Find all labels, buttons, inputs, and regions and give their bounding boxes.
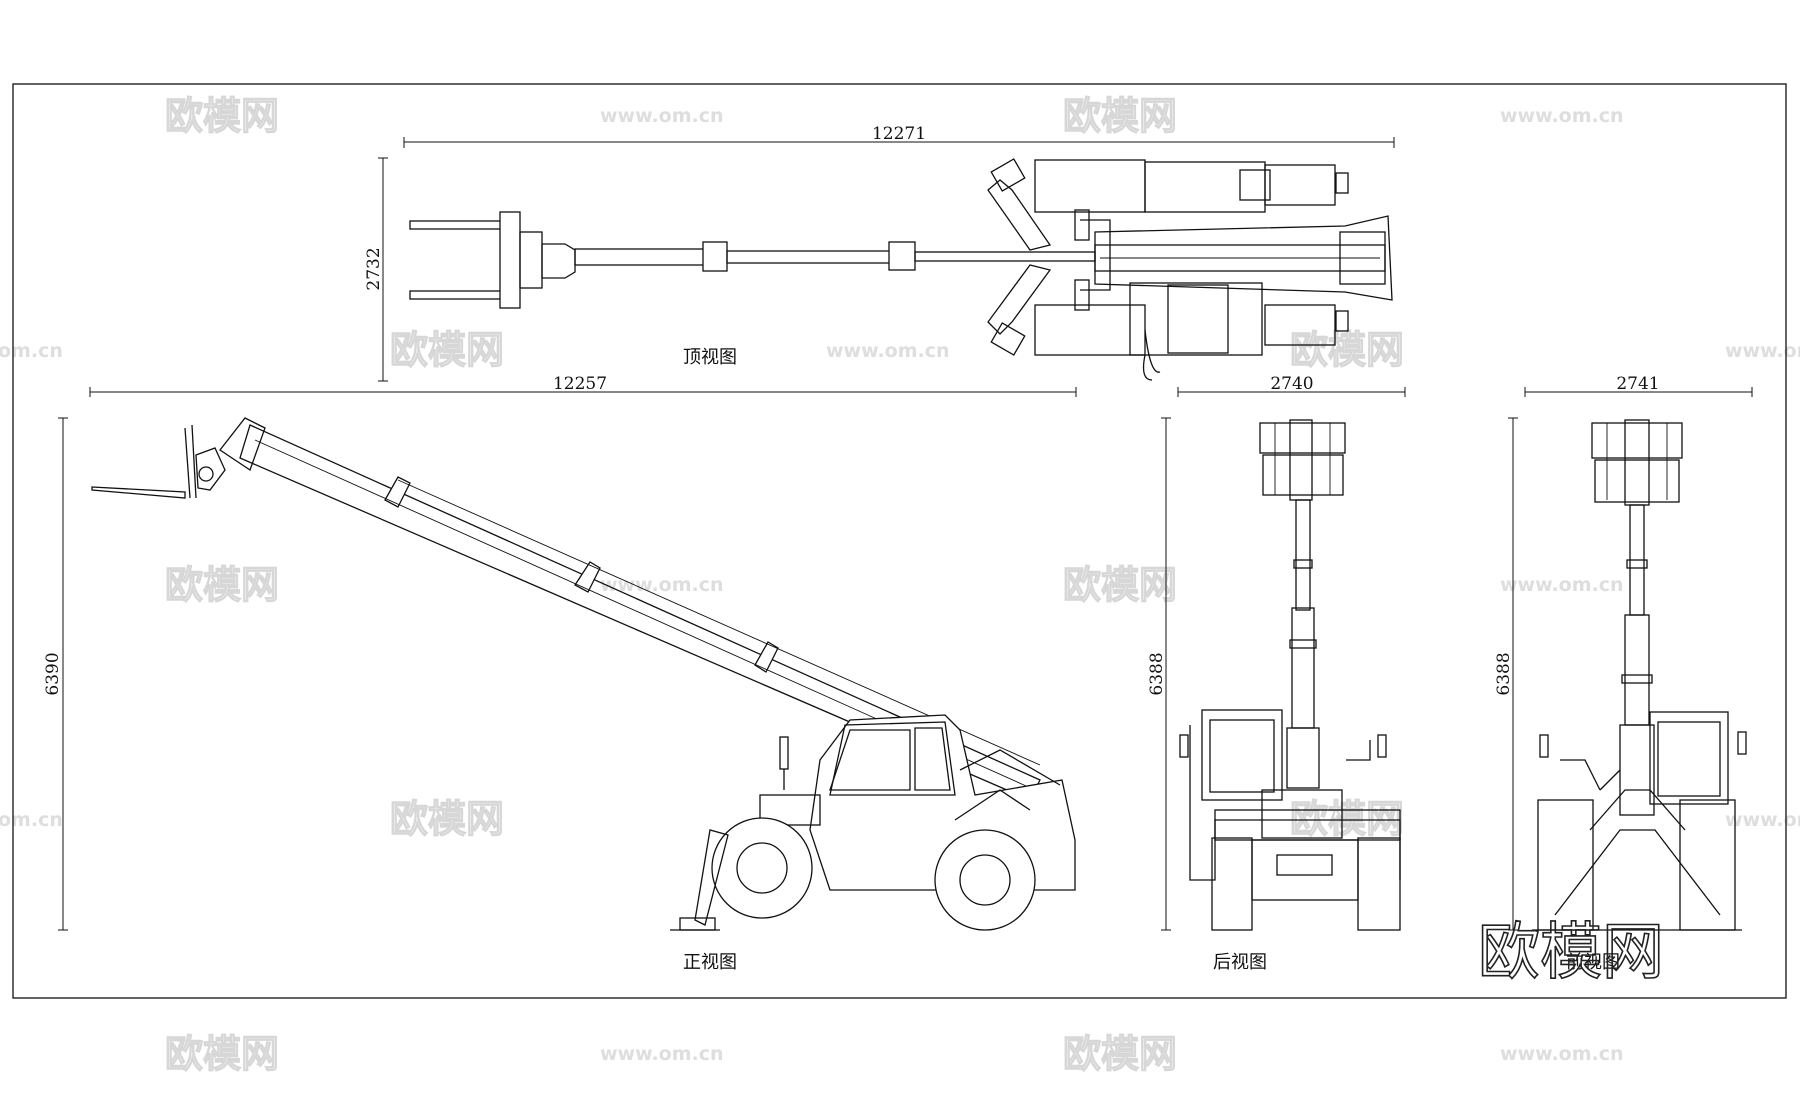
watermark-logo: 欧模网	[1478, 915, 1664, 988]
top-length-label: 12271	[872, 124, 926, 144]
front-width-dimension: 2741	[1524, 374, 1753, 397]
front-head	[1591, 419, 1683, 506]
watermark-brand: 欧模网	[1063, 563, 1177, 607]
rear-view-caption: 后视图	[1213, 952, 1267, 973]
top-view: 12271 2732	[364, 124, 1395, 382]
watermark-url: www.om.cn	[1500, 1043, 1624, 1065]
background-watermarks: 欧模网 www.om.cn 欧模网 www.om.cn om.cn 欧模网 ww…	[0, 93, 1800, 1076]
top-forks	[409, 211, 576, 309]
front-width-label: 2741	[1616, 374, 1659, 394]
rear-view: 2740 6388	[1147, 374, 1406, 973]
top-width-dimension: 2732	[364, 157, 388, 382]
watermark-url: www.om.cn	[600, 1043, 724, 1065]
front-height-dimension: 6388	[1494, 417, 1518, 931]
rear-width-dimension: 2740	[1177, 374, 1406, 397]
front-view: 2741 6388	[1494, 374, 1753, 973]
side-forks	[91, 424, 226, 499]
side-length-label: 12257	[553, 374, 607, 394]
front-body	[1532, 711, 1747, 931]
watermark-brand: 欧模网	[165, 563, 279, 607]
watermark-brand: 欧模网	[1063, 1032, 1177, 1076]
side-length-dimension: 12257	[89, 374, 1077, 397]
watermark-url: om.cn	[0, 809, 63, 831]
watermark-brand: 欧模网	[390, 797, 504, 841]
top-stabilizers	[987, 158, 1052, 356]
watermark-url: www.om.cn	[1725, 340, 1800, 362]
rear-height-label: 6388	[1147, 652, 1167, 695]
top-boom	[574, 241, 1096, 272]
watermark-brand: 欧模网	[1063, 94, 1177, 138]
side-height-label: 6390	[43, 652, 63, 695]
side-wheels	[711, 817, 1036, 931]
rear-width-label: 2740	[1270, 374, 1313, 394]
watermark-brand: 欧模网	[165, 1032, 279, 1076]
side-view: 12257 6390	[43, 374, 1077, 973]
watermark-url: www.om.cn	[600, 574, 724, 596]
front-boom	[1619, 504, 1655, 816]
watermark-brand: 欧模网	[1290, 797, 1404, 841]
rear-boom	[1286, 499, 1320, 789]
watermark-brand: 欧模网	[390, 328, 504, 372]
watermark-url: om.cn	[0, 340, 63, 362]
top-width-label: 2732	[364, 247, 384, 290]
side-stabilizer	[670, 829, 729, 931]
watermark-url: www.om.cn	[1500, 105, 1624, 127]
side-height-dimension: 6390	[43, 417, 68, 931]
watermark-brand: 欧模网	[1290, 328, 1404, 372]
watermark-brand: 欧模网	[165, 94, 279, 138]
top-chassis	[1034, 159, 1393, 381]
top-view-caption: 顶视图	[683, 347, 737, 368]
front-view-caption: 前视图	[1566, 952, 1620, 973]
drawing-frame	[12, 83, 1787, 999]
watermark-url: www.om.cn	[1725, 809, 1800, 831]
rear-height-dimension: 6388	[1147, 417, 1171, 931]
watermark-url: www.om.cn	[1500, 574, 1624, 596]
front-height-label: 6388	[1494, 652, 1514, 695]
watermark-url: www.om.cn	[826, 340, 950, 362]
watermark-url: www.om.cn	[600, 105, 724, 127]
rear-body	[1179, 709, 1401, 931]
top-length-dimension: 12271	[403, 124, 1395, 148]
side-view-caption: 正视图	[683, 952, 737, 973]
rear-head	[1259, 419, 1346, 501]
